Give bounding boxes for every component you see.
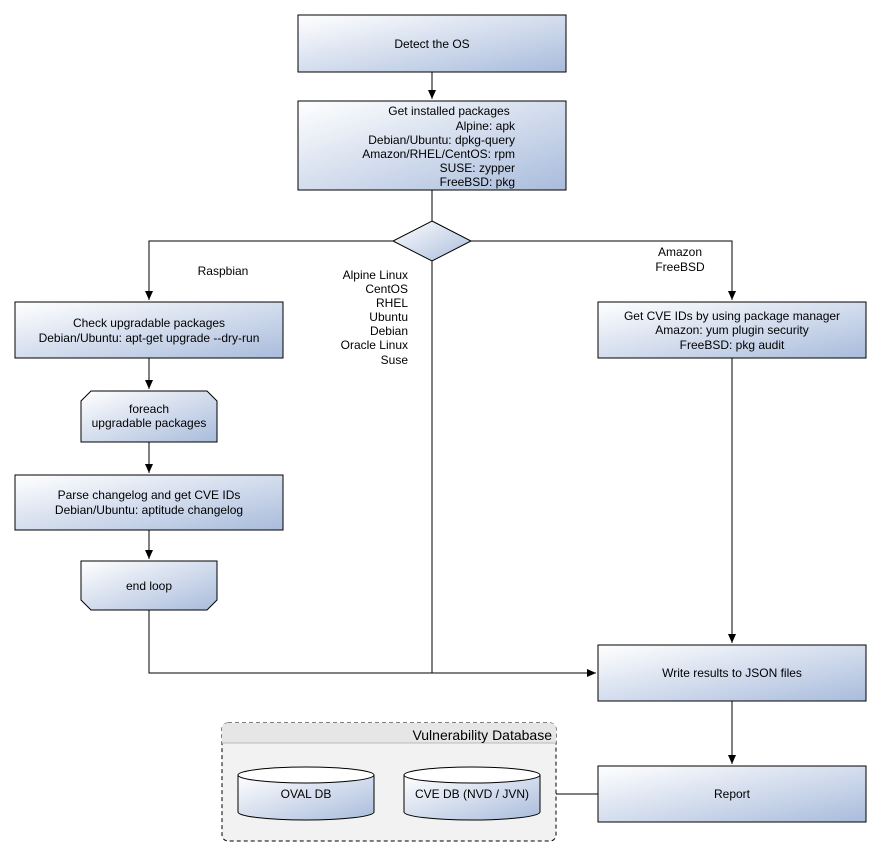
installed-packages-line: Alpine: apk: [456, 119, 516, 133]
foreach-line: upgradable packages: [92, 416, 207, 430]
get-cve-ids-node: Get CVE IDs by using package manager Ama…: [597, 301, 867, 359]
branch-os-name: Amazon: [658, 245, 702, 259]
vulnerability-database-title: Vulnerability Database: [412, 727, 552, 743]
oval-db-cylinder: OVAL DB: [237, 766, 375, 821]
branch-label-raspbian: Raspbian: [198, 264, 249, 278]
check-upgradable-line: Debian/Ubuntu: apt-get upgrade --dry-run: [39, 331, 260, 345]
arrow-decision-to-getcve: [471, 240, 736, 300]
installed-packages-line: FreeBSD: pkg: [440, 175, 515, 189]
branch-os-name: FreeBSD: [655, 260, 705, 274]
get-cve-ids-line: FreeBSD: pkg audit: [680, 338, 785, 352]
installed-packages-line: Debian/Ubuntu: dpkg-query: [368, 133, 515, 147]
get-cve-ids-line: Get CVE IDs by using package manager: [624, 309, 840, 323]
foreach-line: foreach: [129, 402, 169, 416]
parse-changelog-node: Parse changelog and get CVE IDs Debian/U…: [14, 474, 284, 531]
branch-os-name: Oracle Linux: [341, 338, 408, 352]
arrow-endloop-to-write: [148, 610, 596, 677]
check-upgradable-node: Check upgradable packages Debian/Ubuntu:…: [14, 301, 284, 359]
branch-os-name: Debian: [370, 324, 408, 338]
branch-os-name: Alpine Linux: [343, 268, 408, 282]
parse-changelog-line: Parse changelog and get CVE IDs: [58, 488, 241, 502]
get-cve-ids-line: Amazon: yum plugin security: [655, 323, 808, 337]
cve-db-label: CVE DB (NVD / JVN): [415, 787, 529, 801]
installed-packages-line: SUSE: zypper: [440, 161, 515, 175]
foreach-loop-node: foreach upgradable packages: [80, 390, 218, 443]
branch-os-name: RHEL: [376, 296, 408, 310]
oval-db-label: OVAL DB: [281, 787, 332, 801]
branch-os-name: CentOS: [365, 282, 408, 296]
branch-label-middle: Alpine Linux CentOS RHEL Ubuntu Debian O…: [341, 268, 409, 367]
end-loop-label: end loop: [126, 579, 172, 593]
arrow-decision-to-check: [145, 240, 393, 300]
connectors: [145, 72, 736, 795]
branch-os-name: Suse: [381, 353, 409, 367]
installed-packages-node: Get installed packages Alpine: apk Debia…: [297, 100, 567, 191]
write-results-label: Write results to JSON files: [662, 666, 802, 680]
write-results-node: Write results to JSON files: [597, 644, 867, 702]
detect-os-label: Detect the OS: [394, 37, 469, 51]
end-loop-node: end loop: [80, 560, 218, 611]
branch-os-name: Ubuntu: [369, 310, 408, 324]
installed-packages-line: Amazon/RHEL/CentOS: rpm: [362, 147, 515, 161]
installed-packages-line: Get installed packages: [388, 104, 509, 118]
os-decision-diamond: [391, 220, 473, 262]
check-upgradable-line: Check upgradable packages: [73, 316, 225, 330]
report-node: Report: [597, 765, 867, 823]
cve-db-cylinder: CVE DB (NVD / JVN): [403, 766, 541, 821]
vulnerability-database-group: Vulnerability Database OVAL DB CVE DB (N…: [221, 722, 557, 842]
report-label: Report: [714, 787, 751, 801]
branch-label-right: Amazon FreeBSD: [655, 245, 705, 274]
parse-changelog-line: Debian/Ubuntu: aptitude changelog: [55, 503, 243, 517]
detect-os-node: Detect the OS: [297, 14, 567, 73]
